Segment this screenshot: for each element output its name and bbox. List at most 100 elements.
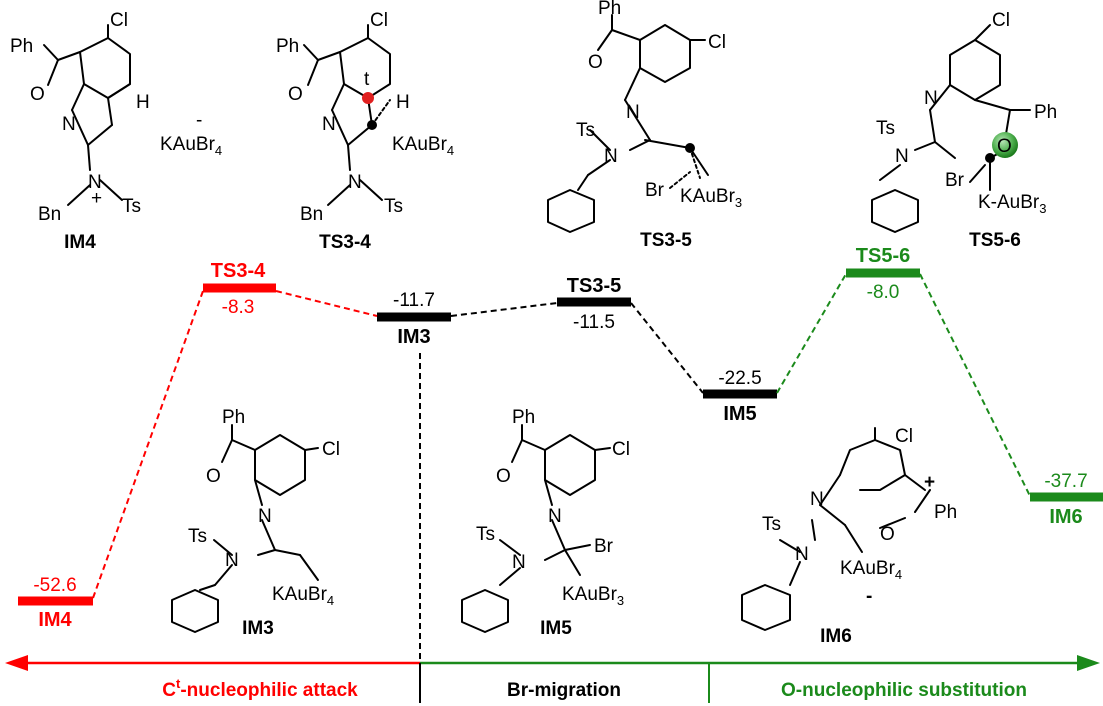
energy-level-IM3: -11.7 IM3	[377, 290, 451, 348]
bond	[43, 44, 59, 61]
atom-ph: Ph	[934, 502, 957, 523]
atom-o: O	[997, 136, 1012, 157]
structure-TS5-6-top: Cl N Ph Ts N O Br K-AuBr3 TS5-6	[871, 10, 1057, 251]
atom-cl: Cl	[322, 439, 340, 460]
charge-plus: +	[91, 188, 102, 209]
bond-dashed	[371, 99, 391, 126]
energy-value-IM4: -52.6	[33, 575, 76, 596]
atom-marker-c	[985, 153, 995, 163]
charge-plus: +	[924, 472, 935, 493]
structure-label-IM6: IM6	[820, 626, 852, 647]
bond	[689, 147, 709, 176]
atom-cl: Cl	[370, 10, 388, 31]
atom-ph: Ph	[10, 36, 33, 57]
atom-ts: Ts	[188, 526, 207, 547]
oxygen-highlight	[992, 132, 1018, 158]
atom-ts: Ts	[876, 118, 895, 139]
bond	[914, 489, 931, 513]
region-label-br-migration: Br-migration	[507, 680, 621, 701]
bond	[274, 549, 301, 556]
atom-t: t	[364, 69, 370, 90]
bond	[87, 144, 91, 171]
level-label-IM3: IM3	[397, 326, 430, 348]
bond	[544, 549, 566, 561]
energy-level-TS5-6: TS5-6 -8.0	[846, 245, 920, 303]
bond	[914, 141, 936, 151]
atom-o: O	[496, 466, 511, 487]
atom-h: H	[136, 92, 150, 113]
bond	[594, 447, 611, 451]
atom-br: Br	[645, 180, 665, 201]
region-axis: Ct-nucleophilic attack Br-migration O-nu…	[5, 655, 1100, 703]
connector-IM3-TS3-5	[450, 302, 558, 317]
connector-TS3-4-IM3	[275, 290, 378, 317]
structure-IM3-bottom: Ph Cl O N Ts N KAuBr4 IM3	[171, 407, 340, 639]
atom-ts: Ts	[384, 196, 403, 217]
atom-ts: Ts	[122, 196, 141, 217]
atom-cl: Cl	[895, 426, 913, 447]
atom-cl: Cl	[612, 439, 630, 460]
bond	[221, 439, 233, 463]
bond	[587, 159, 611, 176]
atom-n: N	[626, 102, 640, 123]
atom-ph: Ph	[512, 407, 535, 428]
atom-n: N	[924, 88, 938, 109]
atom-o: O	[206, 466, 221, 487]
structure-label-TS5-6: TS5-6	[969, 230, 1021, 251]
bond	[521, 439, 546, 451]
bond	[644, 139, 691, 149]
bond	[969, 164, 986, 183]
atom-o: O	[30, 84, 45, 105]
bond	[577, 174, 589, 191]
bond	[499, 567, 521, 586]
bond	[904, 474, 926, 491]
bond	[304, 447, 319, 451]
atom-n: N	[604, 146, 618, 167]
energy-level-IM5: -22.5 IM5	[703, 368, 777, 425]
bond	[47, 59, 59, 86]
atom-ph: Ph	[1034, 102, 1057, 123]
bond-lines	[639, 24, 691, 83]
energy-level-TS3-5: TS3-5 -11.5	[557, 275, 631, 333]
atom-n: N	[795, 544, 809, 565]
bond	[611, 29, 641, 41]
bond	[624, 99, 651, 141]
region-label-ct-nucleophilic-attack: Ct-nucleophilic attack	[162, 676, 358, 701]
energy-level-IM6: -37.7 IM6	[1030, 471, 1103, 528]
atom-marker-c	[685, 143, 695, 153]
atom-n: N	[512, 552, 526, 573]
atom-marker-c	[367, 120, 377, 130]
atom-bn: Bn	[38, 204, 61, 225]
atom-ph: Ph	[222, 407, 245, 428]
structure-label-IM5: IM5	[540, 618, 572, 639]
bond	[789, 561, 801, 586]
bond	[974, 99, 1011, 111]
bond-dashed	[689, 147, 701, 179]
atom-cl: Cl	[992, 10, 1010, 31]
bond	[261, 519, 276, 551]
bond	[359, 179, 383, 201]
structure-label-IM4: IM4	[64, 232, 96, 253]
bond	[99, 179, 123, 201]
bond	[589, 129, 611, 151]
bond-dashed	[669, 171, 691, 189]
bond	[303, 44, 319, 61]
level-label-IM4: IM4	[38, 609, 72, 631]
atom-o: O	[588, 52, 603, 73]
bond-lines	[254, 434, 306, 496]
atom-n: N	[810, 489, 824, 510]
atom-n: N	[225, 550, 239, 571]
atom-ts: Ts	[476, 524, 495, 545]
atom-ts: Ts	[762, 514, 781, 535]
bond-lines	[544, 434, 596, 496]
bond-lines	[839, 439, 906, 491]
group-kaubr3: KAuBr3	[680, 186, 742, 210]
atom-cl: Cl	[110, 10, 128, 31]
energy-level-TS3-4: TS3-4 -8.3	[203, 260, 276, 318]
atom-ph: Ph	[276, 36, 299, 57]
atom-marker-t	[362, 92, 374, 104]
level-label-TS3-5: TS3-5	[567, 275, 621, 297]
structure-label-TS3-4: TS3-4	[319, 232, 371, 253]
bond-lines	[949, 39, 1001, 101]
atom-o: O	[288, 84, 303, 105]
